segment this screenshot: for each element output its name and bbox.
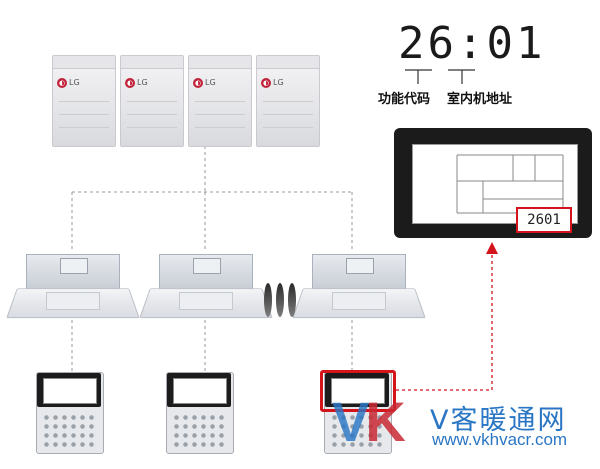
ellipsis-mark-icon xyxy=(264,283,272,317)
controller-screen xyxy=(331,378,385,404)
controller-highlight-box xyxy=(320,370,396,412)
controller-keypad xyxy=(330,413,386,447)
controller-keypad xyxy=(172,413,228,447)
outdoor-unit-3: ◐ LG xyxy=(188,55,252,147)
outdoor-unit-brand: LG xyxy=(273,78,284,87)
controller-screen xyxy=(43,378,97,404)
label-function-code: 功能代码 xyxy=(378,92,431,107)
watermark-url: www.vkhvacr.com xyxy=(432,430,568,449)
outdoor-unit-brand: LG xyxy=(137,78,148,87)
lg-logo-icon: ◐ xyxy=(193,78,203,88)
panel-code-highlight: 2601 xyxy=(516,207,572,233)
outdoor-unit-brand: LG xyxy=(69,78,80,87)
outdoor-unit-2: ◐ LG xyxy=(120,55,184,147)
function-code-readout: 26:01 xyxy=(398,18,546,69)
watermark-site-name: V客暖通网 xyxy=(430,405,567,436)
ellipsis-mark-icon xyxy=(276,283,284,317)
outdoor-unit-4: ◐ LG xyxy=(256,55,320,147)
wired-controller-2 xyxy=(166,372,234,454)
indoor-unit-1 xyxy=(6,248,140,320)
watermark-logo-v: V xyxy=(332,390,369,453)
wired-controller-1 xyxy=(36,372,104,454)
watermark-logo: VK xyxy=(332,394,406,450)
indoor-unit-2 xyxy=(139,248,273,320)
outdoor-unit-1: ◐ LG xyxy=(52,55,116,147)
indoor-unit-3 xyxy=(292,248,426,320)
controller-screen xyxy=(173,378,227,404)
watermark-logo-k: K xyxy=(365,390,406,453)
ellipsis-mark-icon xyxy=(288,283,296,317)
arrow-head-icon xyxy=(486,242,498,254)
controller-keypad xyxy=(42,413,98,447)
outdoor-unit-brand: LG xyxy=(205,78,216,87)
lg-logo-icon: ◐ xyxy=(261,78,271,88)
label-indoor-address: 室内机地址 xyxy=(447,92,513,107)
lg-logo-icon: ◐ xyxy=(57,78,67,88)
lg-logo-icon: ◐ xyxy=(125,78,135,88)
